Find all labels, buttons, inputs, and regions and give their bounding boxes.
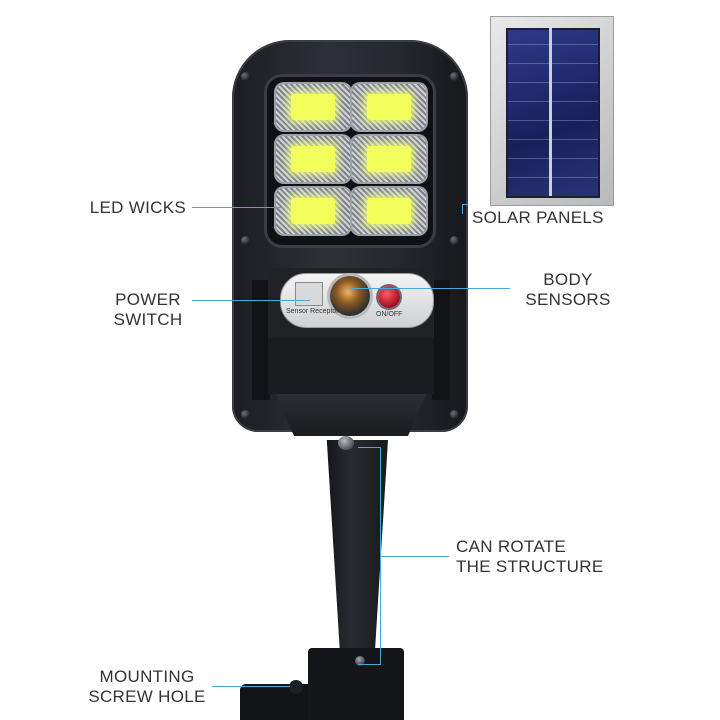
- callout-can-rotate-line1: CAN ROTATE: [456, 537, 567, 556]
- solar-panel: [506, 28, 600, 198]
- led-chip: [352, 84, 426, 130]
- sensor-receptor-label: Sensor Receptor: [286, 308, 339, 315]
- bracket-wedge: [276, 394, 426, 436]
- callout-mounting-line1: MOUNTING: [99, 667, 195, 686]
- power-button-icon: [378, 286, 400, 308]
- lower-housing: [268, 338, 434, 394]
- callout-body-sensors-line1: BODY: [543, 270, 593, 289]
- mount-base: [240, 684, 320, 720]
- solar-busbar: [549, 28, 552, 196]
- screw-icon: [450, 410, 459, 419]
- leader-line: [358, 664, 381, 665]
- callout-solar-panels: SOLAR PANELS: [472, 208, 604, 227]
- pivot-screw-icon: [338, 436, 354, 450]
- callout-can-rotate: CAN ROTATE THE STRUCTURE: [456, 537, 603, 577]
- led-chip: [276, 188, 350, 234]
- callout-body-sensors-line2: SENSORS: [525, 290, 611, 309]
- on-off-label: ON/OFF: [376, 311, 403, 318]
- screw-hole: [289, 680, 303, 694]
- leader-line: [350, 288, 510, 289]
- callout-power-switch: POWER SWITCH: [110, 290, 186, 330]
- remote-receptor-window: [295, 282, 323, 306]
- screw-icon: [241, 236, 250, 245]
- led-chip: [276, 136, 350, 182]
- screw-icon: [241, 410, 250, 419]
- callout-mounting-line2: SCREW HOLE: [88, 687, 206, 706]
- callout-body-sensors: BODY SENSORS: [520, 270, 616, 310]
- callout-can-rotate-line2: THE STRUCTURE: [456, 557, 604, 576]
- motion-sensor-icon: [330, 276, 370, 316]
- leader-line: [192, 207, 282, 208]
- side-wing: [432, 280, 450, 400]
- callout-led-wicks: LED WICKS: [89, 198, 186, 217]
- screw-icon: [241, 72, 250, 81]
- callout-mounting-screw-hole: MOUNTING SCREW HOLE: [84, 667, 210, 707]
- leader-line: [381, 556, 449, 557]
- led-chip: [276, 84, 350, 130]
- leader-line: [192, 300, 310, 301]
- leader-line: [212, 686, 290, 687]
- screw-icon: [355, 656, 365, 666]
- mounting-pole: [326, 440, 388, 660]
- callout-power-switch-line1: POWER: [115, 290, 181, 309]
- side-wing: [252, 280, 270, 400]
- callout-power-switch-line2: SWITCH: [113, 310, 183, 329]
- leader-line: [358, 447, 381, 448]
- led-chip: [352, 136, 426, 182]
- leader-line: [462, 204, 468, 205]
- leader-line: [380, 447, 381, 665]
- led-chip: [352, 188, 426, 234]
- leader-line: [462, 204, 463, 214]
- screw-icon: [450, 72, 459, 81]
- screw-icon: [450, 236, 459, 245]
